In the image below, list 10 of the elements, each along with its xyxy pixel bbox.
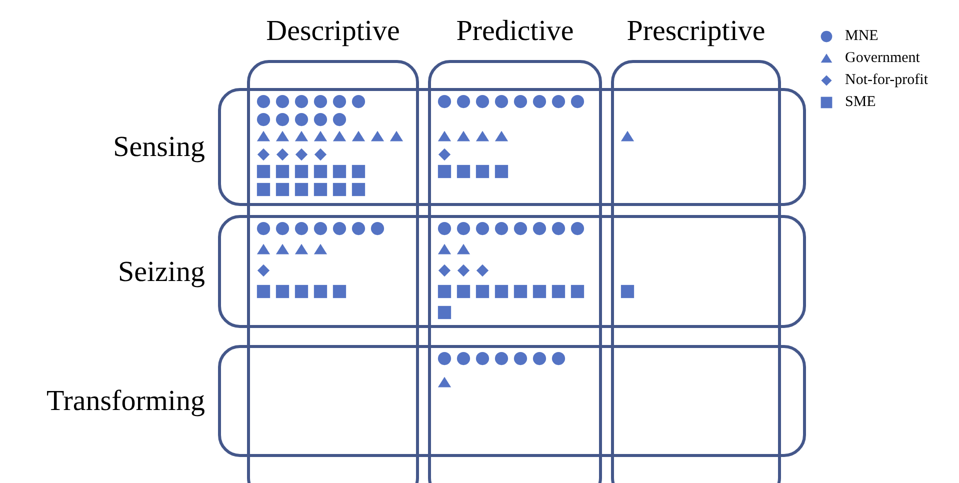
legend-label: SME (845, 94, 876, 111)
column-heading: Prescriptive (626, 14, 766, 49)
legend-label: Government (845, 50, 920, 67)
row-heading: Transforming (46, 384, 205, 419)
row-heading: Seizing (118, 254, 205, 290)
column-heading: Predictive (456, 14, 574, 49)
column-heading: Descriptive (266, 14, 400, 49)
legend-label: MNE (845, 28, 878, 45)
row-heading: Sensing (113, 130, 205, 165)
legend-label: Not-for-profit (845, 72, 928, 89)
